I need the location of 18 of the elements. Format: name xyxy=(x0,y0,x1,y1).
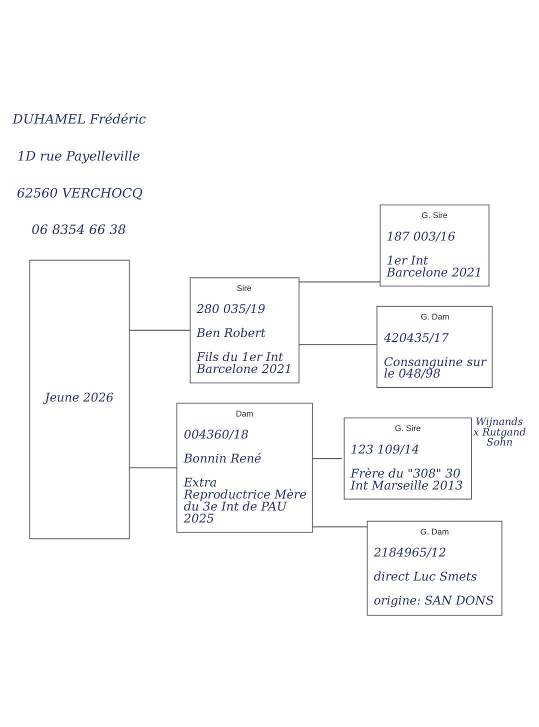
node-label: Wijnands x Rutgand Sohn xyxy=(473,416,526,448)
node-box: G. Sire 123 109/14 Frère du "308" 30 Int Marseille 2013 xyxy=(344,417,472,500)
label: DUHAMEL Frédéric xyxy=(12,112,146,127)
node-box: Dam 004360/18 Bonnin René Extra Reproductrice Mère du 3e Int de PAU 2025 xyxy=(176,402,313,532)
connector xyxy=(312,457,342,459)
node-box: G. Dam 2184965/12 direct Luc Smets origine: SAN DONS xyxy=(366,520,502,616)
connector xyxy=(130,329,190,330)
node-box: G. Sire 187 003/16 1er Int Barcelone 2021 xyxy=(380,204,490,286)
node-box: Sire 280 035/19 Ben Robert Fils du 1er Int Barcelone 2021 xyxy=(190,276,300,383)
connector xyxy=(299,280,380,282)
connector xyxy=(312,526,367,527)
connector xyxy=(130,466,176,468)
node-box: Jeune 2026 xyxy=(29,259,130,539)
connector xyxy=(299,344,377,345)
label: 62560 VERCHOCQ xyxy=(16,186,143,201)
label: 1D rue Payelleville xyxy=(17,148,140,164)
label: 06 8354 66 38 xyxy=(32,222,126,238)
node-box: G. Dam 420435/17 Consanguine sur le 048/98 xyxy=(376,305,493,388)
